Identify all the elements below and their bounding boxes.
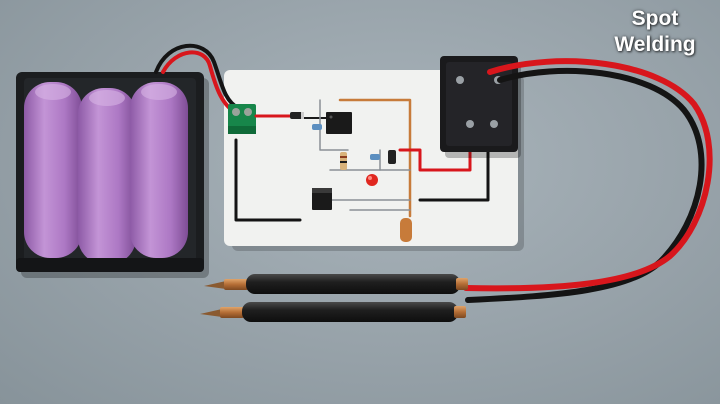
diode <box>290 112 304 119</box>
title-caption: Spot Welding <box>600 6 710 58</box>
diode <box>388 150 396 164</box>
resistor <box>340 152 347 170</box>
ic-chip <box>326 112 352 134</box>
screw-terminal <box>228 104 256 134</box>
battery-pack <box>16 72 209 278</box>
red-led <box>366 174 378 186</box>
battery-cell <box>24 82 82 258</box>
welding-pen <box>204 274 468 294</box>
resistor <box>312 124 322 130</box>
welding-pen <box>200 302 466 322</box>
relay <box>440 56 521 158</box>
battery-cell <box>130 82 188 258</box>
battery-cell <box>78 88 136 264</box>
transistor <box>312 188 332 210</box>
battery-leads <box>154 43 240 116</box>
capacitor <box>400 218 412 242</box>
caption-line-1: Spot <box>631 7 679 30</box>
caption-line-2: Welding <box>614 33 696 56</box>
welding-leads <box>463 58 713 303</box>
resistor <box>370 154 380 160</box>
